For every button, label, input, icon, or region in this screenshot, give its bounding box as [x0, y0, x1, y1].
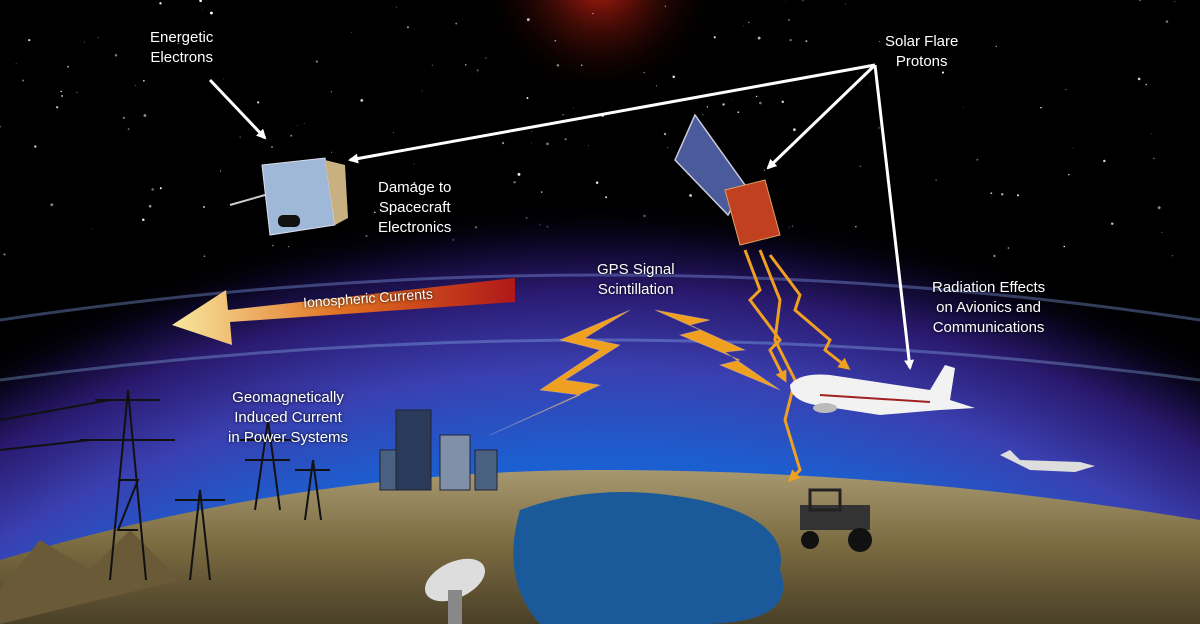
small-airplane [1000, 450, 1095, 472]
city-buildings [379, 409, 498, 491]
electrons-arrow [208, 78, 267, 140]
label-energetic-electrons: Energetic Electrons [150, 29, 214, 66]
ionospheric-currents-arrow [172, 278, 515, 345]
label-gps-signal-scintillation: GPS Signal Scintillation [597, 261, 675, 298]
power-towers [0, 389, 330, 581]
protons-arrow-aircraft [873, 64, 915, 370]
label-damage-spacecraft-electronics: Damage to Spacecraft Electronics [378, 179, 452, 236]
tractor [800, 488, 872, 552]
airplane [790, 365, 975, 415]
lightning-bolts [489, 309, 781, 436]
radiation-zigzags [743, 249, 851, 483]
label-radiation-effects-avionics: Radiation Effects on Avionics and Commun… [932, 279, 1046, 336]
label-geomagnetically-induced-current: Geomagnetically Induced Current in Power… [228, 389, 349, 446]
label-solar-flare-protons: Solar Flare Protons [885, 33, 959, 70]
protons-arrow-gps-satellite [766, 63, 877, 170]
gps-satellite [674, 113, 781, 246]
radio-dish [425, 558, 485, 624]
spacecraft-left [229, 157, 348, 236]
protons-arrow-spacecraft-left [348, 63, 876, 164]
sea [513, 492, 784, 624]
